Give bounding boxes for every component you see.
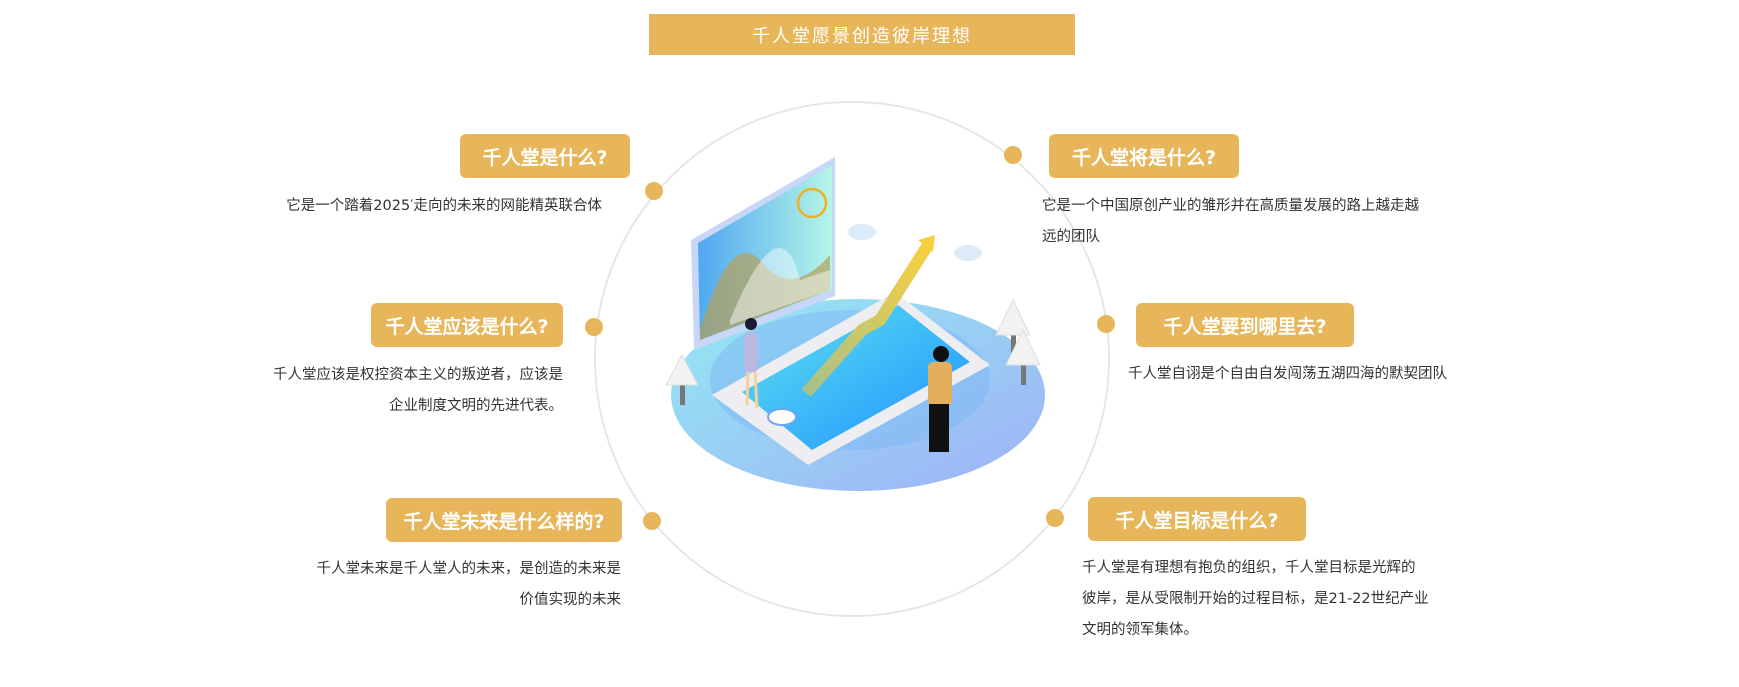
orbit-ring — [594, 101, 1110, 617]
answer-line: 千人堂应该是权控资本主义的叛逆者，应该是 — [273, 367, 563, 383]
timeline-dot — [643, 512, 661, 530]
answer-line: 企业制度文明的先进代表。 — [389, 398, 563, 414]
woman-figure — [744, 318, 759, 409]
timeline-dot — [1097, 315, 1115, 333]
page-title: 千人堂愿景创造彼岸理想 — [649, 14, 1075, 55]
answer-line: 彼岸，是从受限制开始的过程目标，是21-22世纪产业 — [1082, 591, 1429, 607]
answer-should-be: 千人堂应该是权控资本主义的叛逆者，应该是企业制度文明的先进代表。 — [273, 360, 563, 422]
answer-where-to: 千人堂自诩是个自由自发闯荡五湖四海的默契团队 — [1128, 359, 1447, 390]
question-future: 千人堂未来是什么样的? — [386, 498, 622, 542]
answer-line: 远的团队 — [1042, 229, 1100, 245]
answer-line: 它是一个踏着2025′走向的未来的网能精英联合体 — [286, 198, 602, 214]
question-what-is: 千人堂是什么? — [460, 134, 630, 178]
question-will-be: 千人堂将是什么? — [1049, 134, 1239, 178]
answer-goal: 千人堂是有理想有抱负的组织，千人堂目标是光辉的彼岸，是从受限制开始的过程目标，是… — [1082, 553, 1429, 646]
answer-line: 千人堂未来是千人堂人的未来，是创造的未来是 — [316, 561, 622, 577]
answer-line: 文明的领军集体。 — [1082, 622, 1198, 638]
timeline-dot — [1004, 146, 1022, 164]
tree-icon — [995, 298, 1031, 355]
cloud-icon — [954, 245, 982, 261]
answer-what-is: 它是一个踏着2025′走向的未来的网能精英联合体 — [286, 191, 602, 222]
answer-future: 千人堂未来是千人堂人的未来，是创造的未来是价值实现的未来 — [317, 554, 622, 616]
question-where-to: 千人堂要到哪里去? — [1136, 303, 1354, 347]
question-goal: 千人堂目标是什么? — [1088, 497, 1306, 541]
pie-chart-icon — [796, 187, 828, 219]
growth-arrow — [801, 241, 934, 397]
answer-line: 千人堂自诩是个自由自发闯荡五湖四海的默契团队 — [1128, 366, 1447, 382]
question-should-be: 千人堂应该是什么? — [371, 303, 563, 347]
timeline-dot — [645, 182, 663, 200]
cloud-icon — [848, 224, 876, 240]
answer-line: 千人堂是有理想有抱负的组织，千人堂目标是光辉的 — [1082, 560, 1416, 576]
timeline-dot — [1046, 509, 1064, 527]
answer-will-be: 它是一个中国原创产业的雏形并在高质量发展的路上越走越远的团队 — [1042, 191, 1419, 253]
timeline-dot — [585, 318, 603, 336]
answer-line: 它是一个中国原创产业的雏形并在高质量发展的路上越走越 — [1042, 198, 1419, 214]
tree-icon — [1005, 328, 1041, 385]
man-figure — [928, 346, 952, 452]
answer-line: 价值实现的未来 — [519, 592, 622, 608]
tree-icon — [665, 353, 699, 405]
